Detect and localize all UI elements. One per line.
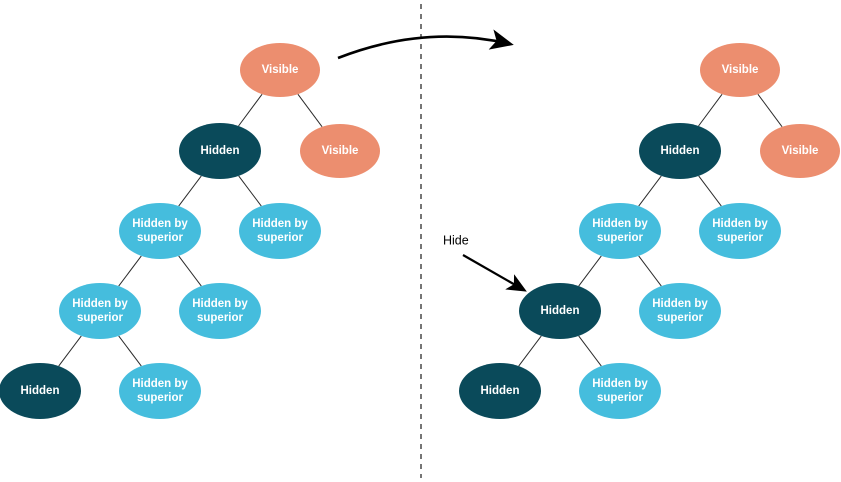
tree-edge <box>118 335 142 367</box>
tree-edge <box>698 93 723 127</box>
tree-node-hidden[interactable]: Hidden <box>0 363 81 419</box>
tree-edge <box>58 335 82 367</box>
tree-edge <box>698 175 722 207</box>
node-shape <box>639 123 721 179</box>
node-shape <box>579 203 661 259</box>
node-shape <box>240 43 320 97</box>
tree-edge <box>518 335 542 367</box>
tree-edge <box>578 255 602 287</box>
node-shape <box>639 283 721 339</box>
node-shape <box>179 123 261 179</box>
node-shape <box>760 124 840 178</box>
node-shape <box>239 203 321 259</box>
tree-node-hidden[interactable]: Hidden <box>639 123 721 179</box>
tree-edge <box>297 93 323 128</box>
tree-edge <box>638 255 662 287</box>
tree-edge <box>757 93 783 128</box>
left-tree-edges <box>58 93 323 367</box>
tree-node-hidden[interactable]: Hidden <box>459 363 541 419</box>
node-shape <box>119 203 201 259</box>
node-shape <box>300 124 380 178</box>
tree-node-hidden[interactable]: Hidden <box>179 123 261 179</box>
arrow-down-right-icon <box>462 254 527 292</box>
tree-edge <box>238 93 263 127</box>
node-shape <box>699 203 781 259</box>
tree-node-visible[interactable]: Visible <box>240 43 320 97</box>
tree-node-visible[interactable]: Visible <box>760 124 840 178</box>
tree-edge <box>178 255 202 287</box>
node-shape <box>700 43 780 97</box>
curved-arrow-right-icon <box>337 29 514 60</box>
tree-edge <box>578 335 602 367</box>
right-tree-edges <box>518 93 783 367</box>
tree-node-visible[interactable]: Visible <box>700 43 780 97</box>
hide-annotation-label: Hide <box>443 233 469 247</box>
tree-node-visible[interactable]: Visible <box>300 124 380 178</box>
node-shape <box>179 283 261 339</box>
tree-edge <box>638 175 662 207</box>
node-shape <box>119 363 201 419</box>
node-shape <box>519 283 601 339</box>
tree-edge <box>178 175 202 207</box>
tree-node-hidden[interactable]: Hidden <box>519 283 601 339</box>
node-shape <box>59 283 141 339</box>
node-shape <box>459 363 541 419</box>
tree-edge <box>238 175 262 207</box>
node-shape <box>0 363 81 419</box>
tree-edge <box>118 255 142 287</box>
node-shape <box>579 363 661 419</box>
